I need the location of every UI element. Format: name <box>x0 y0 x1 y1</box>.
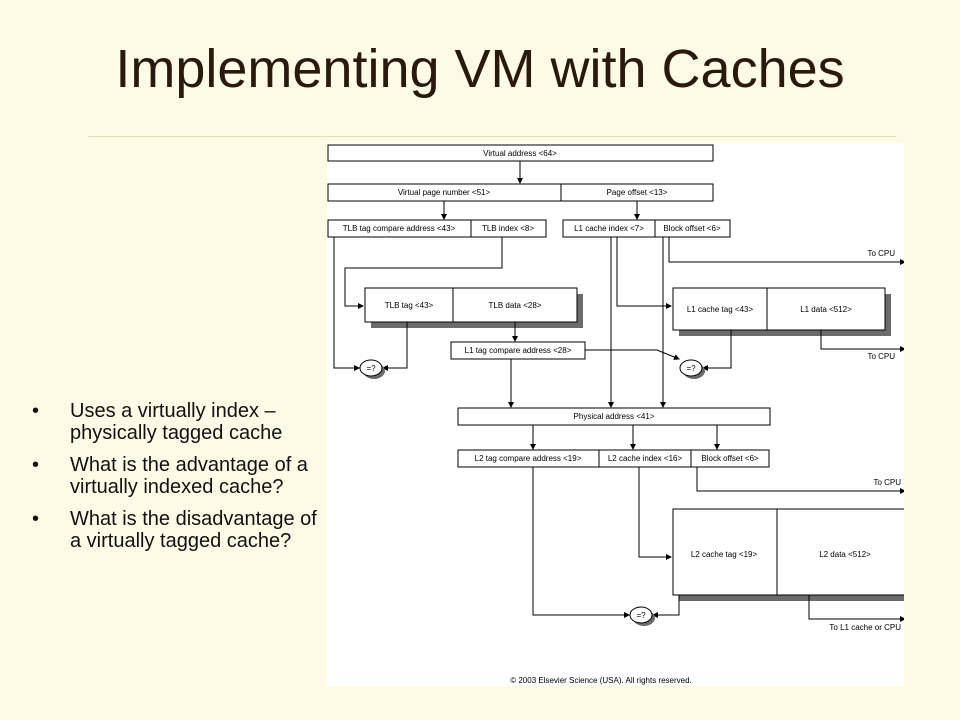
l1-tag-compare-label: L1 tag compare address <28> <box>465 346 572 355</box>
bullet-text: What is the disadvantage of a virtually … <box>70 508 317 552</box>
virtual-address-label: Virtual address <64> <box>483 149 557 158</box>
arrow <box>702 330 732 371</box>
bullet-text: Uses a virtually index – physically tagg… <box>70 400 283 444</box>
arrow <box>638 467 672 560</box>
arrow <box>808 595 904 622</box>
bullet-text: What is the advantage of a virtually ind… <box>70 454 308 498</box>
arrow <box>696 467 904 494</box>
arrow <box>344 237 503 309</box>
tlb-data-label: TLB data <28> <box>489 301 542 310</box>
l1-data-label: L1 data <512> <box>800 305 852 314</box>
arrow <box>668 237 904 265</box>
bullet-dot: • <box>32 400 40 422</box>
l2-cache-index-label: L2 cache index <16> <box>608 454 683 463</box>
bullet-item: • What is the disadvantage of a virtually… <box>32 508 322 552</box>
to-cpu-label: To CPU <box>873 478 901 487</box>
to-l1-or-cpu-label: To L1 cache or CPU <box>829 623 901 632</box>
vpn-label: Virtual page number <51> <box>398 188 491 197</box>
l1-cache-tag-label: L1 cache tag <43> <box>687 305 754 314</box>
bullet-item: • What is the advantage of a virtually in… <box>32 454 322 498</box>
l2-tag-compare-label: L2 tag compare address <19> <box>475 454 582 463</box>
bullet-list: • Uses a virtually index – physically tag… <box>32 400 322 562</box>
compare-label: =? <box>636 611 646 620</box>
tlb-tag-compare-label: TLB tag compare address <43> <box>343 224 456 233</box>
vm-cache-diagram: Virtual address <64> Virtual page number… <box>327 143 904 686</box>
bullet-dot: • <box>32 508 40 530</box>
l2-block-offset-label: Block offset <6> <box>701 454 759 463</box>
arrow <box>382 322 408 371</box>
arrow <box>333 237 360 371</box>
l2-cache-box <box>672 508 904 596</box>
tlb-index-label: TLB index <8> <box>482 224 534 233</box>
arrow <box>652 595 680 618</box>
to-cpu-label: To CPU <box>867 249 895 258</box>
page-offset-label: Page offset <13> <box>607 188 668 197</box>
l1-cache-index-label: L1 cache index <7> <box>574 224 644 233</box>
compare-label: =? <box>366 364 376 373</box>
l1-block-offset-box <box>654 219 731 238</box>
compare-circle <box>679 359 703 377</box>
tlb-tag-label: TLB tag <43> <box>385 301 434 310</box>
l1-block-offset-label: Block offset <6> <box>663 224 721 233</box>
to-cpu-label: To CPU <box>867 352 895 361</box>
copyright-text: © 2003 Elsevier Science (USA). All right… <box>510 676 692 685</box>
l2-block-offset-box <box>690 449 770 468</box>
l1-cache-box <box>672 287 886 331</box>
l2-data-label: L2 data <512> <box>819 550 871 559</box>
physical-address-label: Physical address <41> <box>574 412 655 421</box>
bullet-dot: • <box>32 454 40 476</box>
arrow <box>820 330 904 352</box>
compare-circle <box>629 606 653 624</box>
l2-cache-tag-label: L2 cache tag <19> <box>691 550 758 559</box>
compare-label: =? <box>686 364 696 373</box>
diagram-svg: Virtual address <64> Virtual page number… <box>327 144 904 685</box>
title-divider <box>88 136 896 137</box>
arrow <box>616 237 672 309</box>
slide-title: Implementing VM with Caches <box>115 39 845 99</box>
compare-circle <box>359 359 383 377</box>
tlb-index-box <box>470 219 547 238</box>
physical-address-box <box>457 407 771 426</box>
bullet-item: • Uses a virtually index – physically tag… <box>32 400 322 444</box>
tlb-box <box>364 287 578 323</box>
arrow <box>585 349 680 360</box>
arrow <box>532 467 630 618</box>
